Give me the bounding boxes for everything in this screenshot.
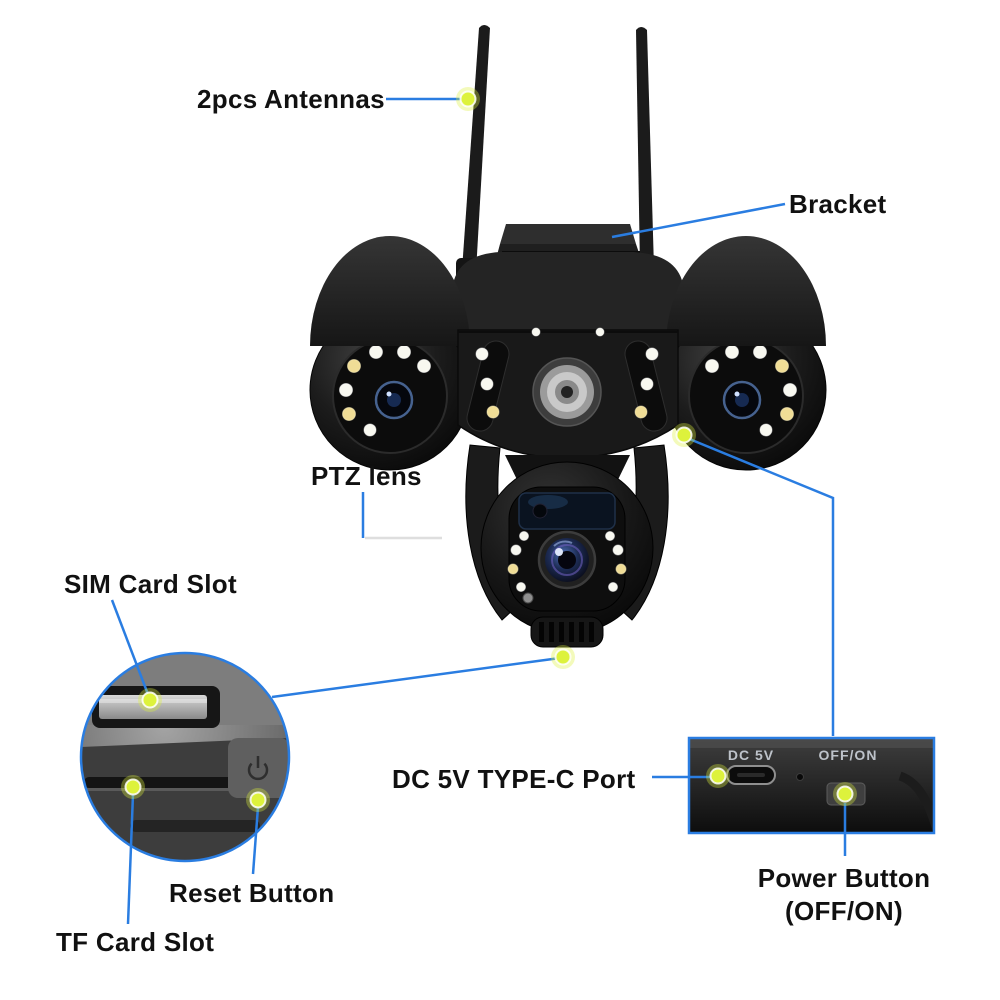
housing-top bbox=[452, 252, 684, 345]
callout-line-reset bbox=[251, 806, 260, 875]
reset-button-area bbox=[228, 738, 289, 798]
right-dome-cap bbox=[666, 236, 826, 346]
callout-line-dome-to-portsinset bbox=[686, 436, 835, 736]
marker-dc-port bbox=[706, 764, 730, 788]
sim-slot-inset bbox=[79, 651, 291, 863]
marker-right-dome bbox=[672, 423, 696, 447]
label-reset: Reset Button bbox=[169, 878, 335, 908]
center-face bbox=[457, 327, 679, 492]
antenna-right-icon bbox=[636, 27, 654, 268]
left-dome-camera bbox=[332, 338, 448, 454]
left-dome-cap bbox=[310, 236, 470, 346]
ptz-main-camera bbox=[465, 444, 669, 648]
callout-line-sim bbox=[110, 599, 151, 698]
label-ptz-lens: PTZ lens bbox=[311, 461, 422, 491]
marker-sim-slot bbox=[138, 688, 162, 712]
marker-tf-slot bbox=[121, 775, 145, 799]
label-antennas: 2pcs Antennas bbox=[197, 84, 385, 114]
antenna-left-icon bbox=[462, 25, 490, 272]
ports-inset: DC 5V OFF/ON bbox=[687, 736, 936, 835]
callout-lines bbox=[110, 97, 847, 925]
speaker-grille bbox=[530, 616, 604, 648]
led-strip-left bbox=[466, 340, 510, 432]
marker-antennas bbox=[456, 87, 480, 111]
callout-line-camera-to-siminset bbox=[271, 656, 561, 699]
label-power-button-line1: Power Button bbox=[757, 863, 931, 893]
marker-camera-bottom bbox=[551, 645, 575, 669]
label-power-button: Power Button (OFF/ON) bbox=[744, 862, 944, 927]
marker-reset-button bbox=[246, 788, 270, 812]
power-cable bbox=[898, 771, 934, 833]
ports-inset-border bbox=[687, 736, 936, 835]
center-spotlight bbox=[532, 357, 602, 427]
power-icon bbox=[247, 756, 269, 781]
left-dome-lens bbox=[374, 380, 414, 420]
type-c-port bbox=[726, 765, 776, 785]
mic-hole bbox=[796, 773, 804, 781]
label-power-button-line2: (OFF/ON) bbox=[785, 895, 903, 926]
light-sensor bbox=[522, 592, 534, 604]
dc-marking-label: DC 5V bbox=[728, 747, 774, 763]
onoff-marking-label: OFF/ON bbox=[819, 747, 878, 763]
callout-line-tf bbox=[126, 793, 135, 925]
label-tf-slot: TF Card Slot bbox=[56, 927, 215, 957]
right-dome-lens bbox=[722, 380, 762, 420]
camera-device bbox=[309, 25, 827, 648]
tf-card-slot-opening bbox=[84, 777, 236, 791]
marker-power-button bbox=[833, 782, 857, 806]
ptz-main-lens bbox=[537, 530, 597, 590]
label-bracket: Bracket bbox=[789, 189, 887, 219]
sim-inset-border bbox=[79, 651, 291, 863]
secondary-lens-window bbox=[518, 492, 616, 530]
right-dome-camera bbox=[688, 338, 804, 454]
marker-dots bbox=[121, 87, 857, 812]
label-dc-port: DC 5V TYPE-C Port bbox=[392, 764, 636, 794]
callout-line-bracket bbox=[611, 202, 786, 239]
label-sim-slot: SIM Card Slot bbox=[64, 569, 237, 599]
led-strip-right bbox=[624, 340, 668, 432]
